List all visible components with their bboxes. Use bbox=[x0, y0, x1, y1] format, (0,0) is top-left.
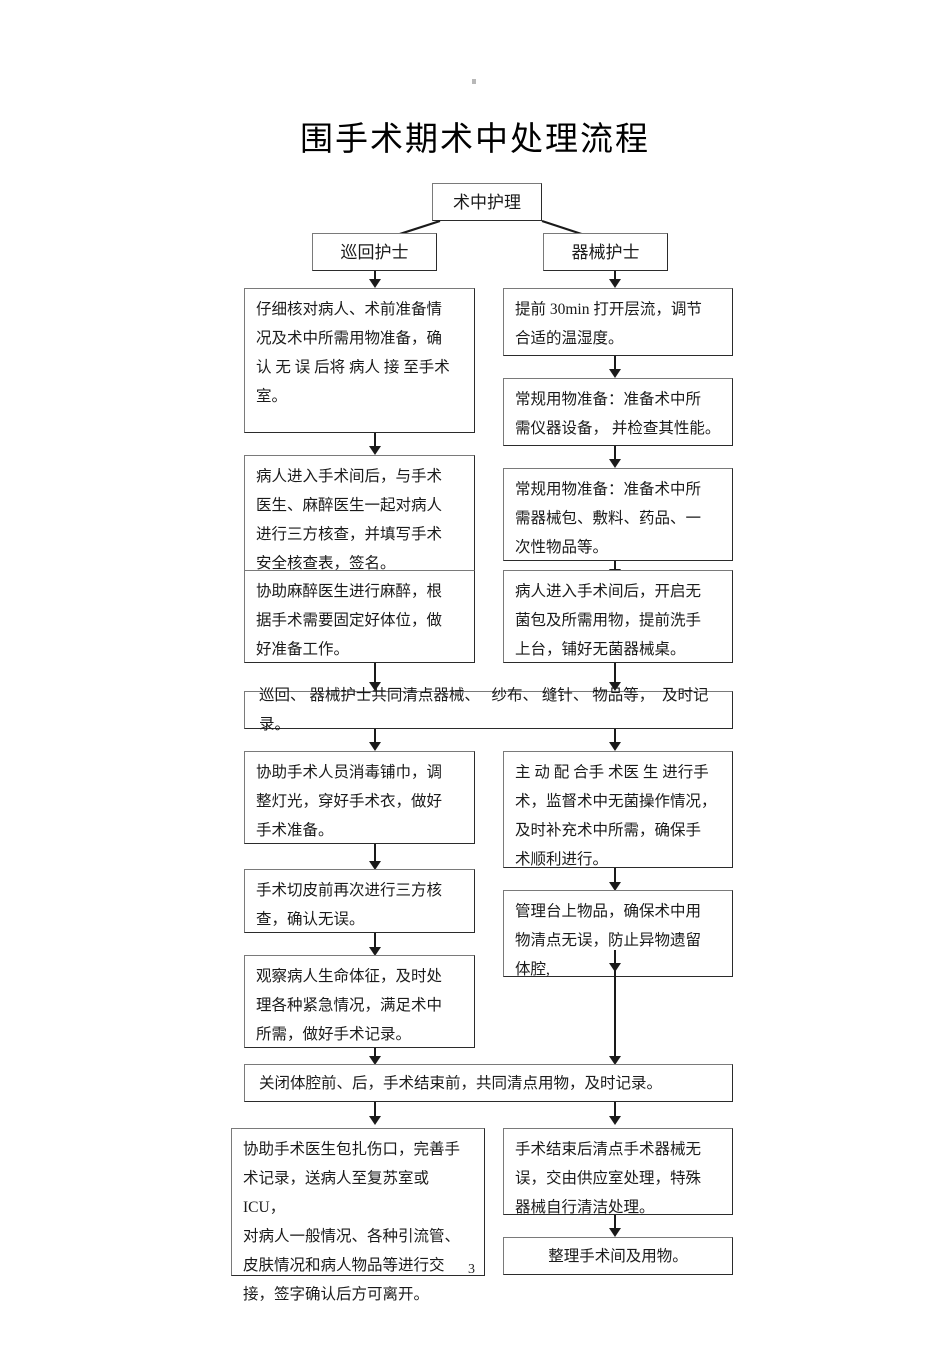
node-L6-text: 观察病人生命体征，及时处 理各种紧急情况，满足术中 所需，做好手术记录。 bbox=[256, 968, 443, 1043]
arrowhead-S2-R7 bbox=[609, 1116, 621, 1125]
node-R6-text: 管理台上物品，确保术中用 物清点无误，防止异物遗留 体腔, bbox=[515, 903, 702, 978]
connector-S2-R7 bbox=[614, 1102, 616, 1120]
node-root: 术中护理 bbox=[432, 183, 542, 221]
arrowhead-L4-L5 bbox=[369, 861, 381, 870]
node-R6: 管理台上物品，确保术中用 物清点无误，防止异物遗留 体腔, bbox=[503, 890, 733, 978]
arrowhead-branch-right bbox=[609, 279, 621, 288]
connector-R7-R8 bbox=[614, 1215, 616, 1231]
node-branch-circulating-label: 巡回护士 bbox=[340, 242, 409, 262]
node-root-label: 术中护理 bbox=[453, 192, 521, 212]
node-L7: 协助手术医生包扎伤口，完善手 术记录，送病人至复苏室或 ICU， 对病人一般情况… bbox=[231, 1128, 485, 1303]
node-R4-text: 病人进入手术间后，开启无 菌包及所需用物，提前洗手 上台，铺好无菌器械桌。 bbox=[515, 583, 702, 658]
connector-branch-left bbox=[374, 271, 376, 282]
page-number: 3 bbox=[468, 1262, 475, 1277]
arrowhead-S1-R5 bbox=[609, 742, 621, 751]
node-R1: 提前 30min 打开层流，调节 合适的温湿度。 bbox=[503, 288, 733, 356]
page-speck bbox=[472, 79, 476, 84]
arrowhead-S2-L7 bbox=[369, 1116, 381, 1125]
node-R3: 常规用物准备：准备术中所 需器械包、敷料、药品、一 次性物品等。 bbox=[503, 468, 733, 561]
node-S2: 关闭体腔前、后，手术结束前，共同清点用物，及时记录。 bbox=[244, 1064, 733, 1102]
node-L4-text: 协助手术人员消毒铺巾，调 整灯光，穿好手术衣，做好 手术准备。 bbox=[256, 764, 443, 839]
node-S1-text: 巡回、 器械护士共同清点器械、 纱布、 缝针、 物品等， 及时记录。 bbox=[259, 687, 709, 733]
node-S1: 巡回、 器械护士共同清点器械、 纱布、 缝针、 物品等， 及时记录。 bbox=[244, 687, 733, 733]
node-R2: 常规用物准备：准备术中所 需仪器设备， 并检查其性能。 bbox=[503, 378, 733, 446]
node-L2: 病人进入手术间后，与手术 医生、麻醉医生一起对病人 进行三方核查，并填写手术 安… bbox=[244, 455, 475, 572]
arrowhead-R1-R2 bbox=[609, 369, 621, 378]
connector-S1-L4 bbox=[374, 729, 376, 745]
connector-R6-S2 bbox=[614, 950, 616, 1060]
node-L5-text: 手术切皮前再次进行三方核 查，确认无误。 bbox=[256, 882, 443, 928]
arrowhead-L3-S1 bbox=[369, 682, 381, 691]
node-branch-circulating: 巡回护士 bbox=[312, 233, 437, 271]
node-R7-text: 手术结束后清点手术器械无 误，交由供应室处理，特殊 器械自行清洁处理。 bbox=[515, 1141, 702, 1216]
node-R7: 手术结束后清点手术器械无 误，交由供应室处理，特殊 器械自行清洁处理。 bbox=[503, 1128, 733, 1216]
node-L1-text: 仔细核对病人、术前准备情 况及术中所需用物准备，确 认 无 误 后将 病人 接 … bbox=[256, 301, 450, 405]
connector-L3-S1 bbox=[374, 663, 376, 686]
connector-R2-R3 bbox=[614, 446, 616, 462]
connector-R5-R6 bbox=[614, 868, 616, 886]
arrowhead-R5-R6 bbox=[609, 882, 621, 891]
arrowhead-L6-S2 bbox=[369, 1056, 381, 1065]
node-R8-text: 整理手术间及用物。 bbox=[548, 1247, 688, 1265]
node-branch-scrub: 器械护士 bbox=[543, 233, 668, 271]
node-R1-text: 提前 30min 打开层流，调节 合适的温湿度。 bbox=[515, 301, 702, 347]
connector-L5-L6 bbox=[374, 933, 376, 951]
node-L2-text: 病人进入手术间后，与手术 医生、麻醉医生一起对病人 进行三方核查，并填写手术 安… bbox=[256, 468, 443, 572]
node-R5: 主 动 配 合手 术医 生 进行手 术，监督术中无菌操作情况， 及时补充术中所需… bbox=[503, 751, 733, 868]
connector-L1-L2 bbox=[374, 433, 376, 449]
node-R5-text: 主 动 配 合手 术医 生 进行手 术，监督术中无菌操作情况， 及时补充术中所需… bbox=[515, 764, 717, 868]
arrowhead-R6-inner bbox=[609, 963, 621, 972]
node-S2-text: 关闭体腔前、后，手术结束前，共同清点用物，及时记录。 bbox=[259, 1074, 663, 1092]
page-title: 围手术期术中处理流程 bbox=[300, 122, 650, 158]
node-L3: 协助麻醉医生进行麻醉，根 据手术需要固定好体位，做 好准备工作。 bbox=[244, 570, 475, 663]
node-L5: 手术切皮前再次进行三方核 查，确认无误。 bbox=[244, 869, 475, 933]
arrowhead-L5-L6 bbox=[369, 947, 381, 956]
node-R4: 病人进入手术间后，开启无 菌包及所需用物，提前洗手 上台，铺好无菌器械桌。 bbox=[503, 570, 733, 663]
node-R3-text: 常规用物准备：准备术中所 需器械包、敷料、药品、一 次性物品等。 bbox=[515, 481, 702, 556]
connector-R4-S1 bbox=[614, 663, 616, 686]
connector-branch-right bbox=[614, 271, 616, 282]
node-branch-scrub-label: 器械护士 bbox=[571, 242, 640, 262]
connector-S2-L7 bbox=[374, 1102, 376, 1120]
connector-L6-S2 bbox=[374, 1048, 376, 1060]
connector-L4-L5 bbox=[374, 844, 376, 865]
arrowhead-R6-S2 bbox=[609, 1056, 621, 1065]
node-R2-text: 常规用物准备：准备术中所 需仪器设备， 并检查其性能。 bbox=[515, 391, 721, 437]
arrowhead-L1-L2 bbox=[369, 446, 381, 455]
connector-R1-R2 bbox=[614, 356, 616, 372]
node-L7-text: 协助手术医生包扎伤口，完善手 术记录，送病人至复苏室或 ICU， 对病人一般情况… bbox=[243, 1141, 461, 1303]
arrowhead-R7-R8 bbox=[609, 1228, 621, 1237]
node-L3-text: 协助麻醉医生进行麻醉，根 据手术需要固定好体位，做 好准备工作。 bbox=[256, 583, 443, 658]
node-R8: 整理手术间及用物。 bbox=[503, 1237, 733, 1275]
node-L6: 观察病人生命体征，及时处 理各种紧急情况，满足术中 所需，做好手术记录。 bbox=[244, 955, 475, 1048]
arrowhead-S1-L4 bbox=[369, 742, 381, 751]
arrowhead-branch-left bbox=[369, 279, 381, 288]
node-L4: 协助手术人员消毒铺巾，调 整灯光，穿好手术衣，做好 手术准备。 bbox=[244, 751, 475, 844]
connector-R3-R4 bbox=[614, 561, 616, 572]
arrowhead-R2-R3 bbox=[609, 459, 621, 468]
node-L1: 仔细核对病人、术前准备情 况及术中所需用物准备，确 认 无 误 后将 病人 接 … bbox=[244, 288, 475, 433]
connector-S1-R5 bbox=[614, 729, 616, 745]
arrowhead-R4-S1 bbox=[609, 682, 621, 691]
